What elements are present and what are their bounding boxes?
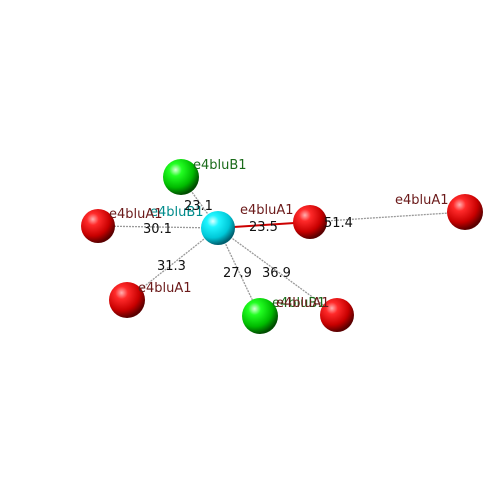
- distance-label-r_mid-r_far: 51.4: [324, 216, 353, 231]
- atom-sphere-center[interactable]: [201, 211, 235, 245]
- distance-label-center-r_lower_right: 36.9: [262, 266, 291, 281]
- atom-sphere-r_mid[interactable]: [293, 205, 327, 239]
- atom-label-g_top: e4bluB1: [193, 158, 247, 173]
- distance-label-center-r_mid: 23.5: [249, 220, 278, 235]
- atom-sphere-r_far[interactable]: [447, 194, 483, 230]
- distance-line-center-r_lower_left: [126, 227, 219, 301]
- distance-line-r_mid-r_far: [309, 211, 466, 223]
- atom-label-r_left: e4bluA1: [109, 207, 163, 222]
- atom-label-r_mid: e4bluA1: [240, 203, 294, 218]
- atom-sphere-r_lower_right[interactable]: [320, 298, 354, 332]
- atom-label-r_lower_left: e4bluA1: [138, 281, 192, 296]
- atom-label-r_far: e4bluA1: [395, 193, 449, 208]
- distance-label-center-g_bottom: 27.9: [223, 266, 252, 281]
- distance-label-center-r_left: 30.1: [143, 222, 172, 237]
- atom-layer: [81, 159, 483, 334]
- atom-label-g_bottom: e4bluB1: [272, 296, 326, 311]
- atom-label-center: e4bluB1: [150, 205, 204, 220]
- atom-sphere-g_top[interactable]: [163, 159, 199, 195]
- distance-line-center-r_lower_right: [217, 227, 338, 316]
- atom-sphere-r_lower_left[interactable]: [109, 282, 145, 318]
- atom-sphere-r_left[interactable]: [81, 209, 115, 243]
- distance-label-center-r_lower_left: 31.3: [157, 259, 186, 274]
- atom-sphere-g_bottom[interactable]: [242, 298, 278, 334]
- distance-line-center-r_left: [97, 225, 219, 229]
- distance-label-center-g_top: 23.1: [184, 199, 213, 214]
- atom-label-r_lower_right: e4bluA1: [276, 296, 330, 311]
